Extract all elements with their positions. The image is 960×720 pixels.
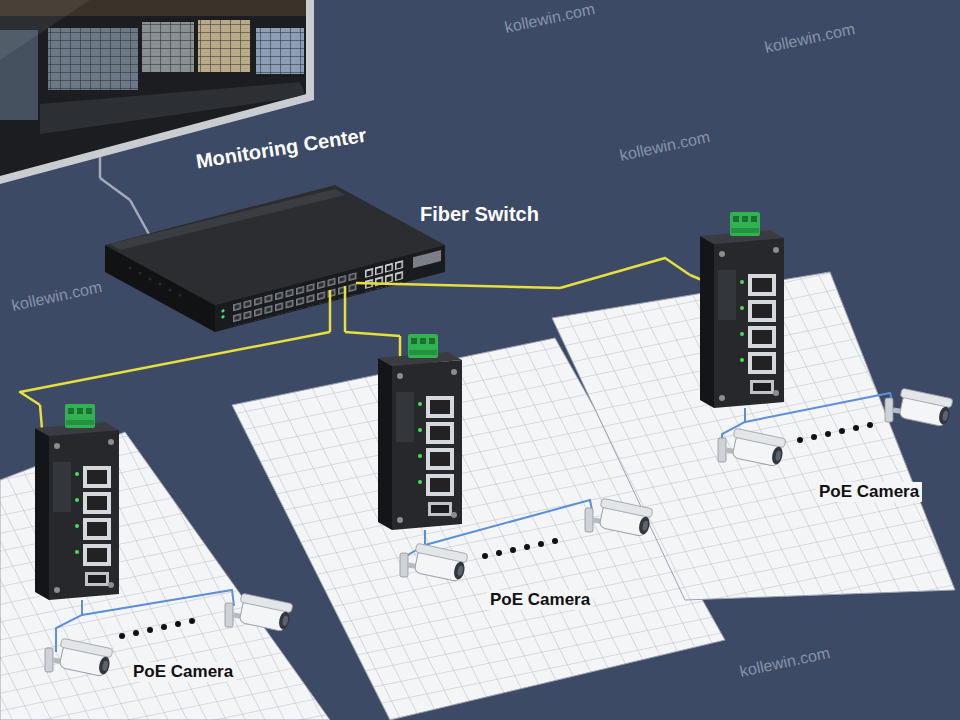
fiber-switch-node: Fiber Switch bbox=[100, 200, 560, 332]
fiber-patch bbox=[399, 336, 402, 358]
fiber-switch-box bbox=[215, 245, 445, 332]
ellipsis-dots bbox=[161, 624, 167, 630]
fiber-patch bbox=[356, 283, 560, 288]
ellipsis-dots bbox=[189, 618, 195, 624]
fiber-cable bbox=[345, 332, 400, 336]
fiber-switch-box bbox=[149, 278, 152, 281]
ellipsis-dots bbox=[482, 553, 488, 559]
ellipsis-dots bbox=[496, 550, 502, 556]
poe-camera bbox=[225, 593, 293, 632]
watermark: kollewin.com bbox=[10, 277, 104, 315]
zone-label: PoE Camera bbox=[816, 482, 922, 502]
fiber-cable bbox=[20, 332, 330, 405]
fiber-switch-box bbox=[139, 272, 142, 275]
fiber-patch bbox=[329, 290, 332, 332]
watermark: kollewin.com bbox=[503, 0, 597, 37]
poe-camera bbox=[45, 388, 953, 677]
ellipsis-dots bbox=[825, 431, 831, 437]
fiber-patch bbox=[344, 286, 347, 332]
ellipsis-dots bbox=[119, 422, 873, 639]
fiber-switch-box bbox=[159, 283, 162, 286]
fiber-switch-box bbox=[129, 267, 132, 270]
poe-camera bbox=[585, 498, 653, 537]
ellipsis-dots bbox=[119, 633, 125, 639]
watermark: kollewin.com bbox=[763, 19, 857, 57]
fiber-switch-box bbox=[169, 289, 172, 292]
monitor-screen bbox=[130, 200, 150, 236]
ellipsis-dots bbox=[867, 422, 873, 428]
fiber-cable bbox=[560, 258, 690, 288]
node-label: Monitoring Center bbox=[194, 123, 368, 174]
monitor-screen bbox=[0, 0, 90, 60]
monitor-screen bbox=[198, 20, 250, 72]
zone-label: PoE Camera bbox=[130, 662, 236, 682]
ethernet-cable bbox=[425, 500, 592, 545]
ellipsis-dots bbox=[133, 630, 139, 636]
ellipsis-dots bbox=[524, 544, 530, 550]
network-cable bbox=[100, 178, 130, 200]
watermark: kollewin.com bbox=[738, 643, 832, 681]
ellipsis-dots bbox=[839, 428, 845, 434]
monitor-node: Monitoring Center bbox=[0, 0, 390, 178]
ethernet-cable bbox=[82, 590, 234, 615]
poe-switch bbox=[378, 334, 462, 530]
fiber-switch-box bbox=[221, 315, 224, 319]
ellipsis-dots bbox=[510, 547, 516, 553]
fiber-switch-box bbox=[110, 189, 345, 250]
fiber-patch bbox=[40, 405, 42, 429]
fiber-switch-box bbox=[233, 271, 359, 326]
monitor-screen bbox=[198, 20, 250, 72]
ellipsis-dots bbox=[797, 437, 803, 443]
ellipsis-dots bbox=[538, 541, 544, 547]
camera-zone: PoE Camera bbox=[340, 336, 680, 660]
ellipsis-dots bbox=[853, 425, 859, 431]
ellipsis-dots bbox=[811, 434, 817, 440]
fiber-switch-box bbox=[365, 259, 405, 291]
ellipsis-dots bbox=[175, 621, 181, 627]
poe-camera bbox=[885, 388, 953, 427]
monitor-screen bbox=[256, 28, 304, 74]
ethernet-cable bbox=[56, 393, 892, 652]
monitor-screen bbox=[48, 28, 138, 90]
poe-switch bbox=[35, 404, 119, 600]
watermark: kollewin.com bbox=[618, 127, 712, 165]
fiber-patch bbox=[40, 275, 702, 429]
poe-camera bbox=[718, 428, 786, 467]
monitor-screen bbox=[48, 28, 138, 90]
ethernet-cable bbox=[745, 393, 892, 422]
ellipsis-dots bbox=[552, 538, 558, 544]
fiber-switch-box bbox=[105, 185, 445, 332]
camera-zone: PoE Camera bbox=[690, 210, 955, 600]
node-label: Fiber Switch bbox=[420, 202, 539, 226]
zone-label: PoE Camera bbox=[487, 590, 593, 610]
monitor-screen bbox=[99, 157, 102, 178]
monitor-screen bbox=[40, 82, 306, 134]
poe-camera bbox=[400, 543, 468, 582]
poe-camera bbox=[45, 638, 113, 677]
monitor-screen bbox=[142, 22, 194, 72]
fiber-switch-box bbox=[129, 267, 182, 297]
poe-switch bbox=[700, 212, 784, 408]
fiber-switch-box bbox=[179, 294, 182, 297]
camera-zone: PoE Camera bbox=[5, 405, 300, 705]
camera-zone-floor bbox=[0, 272, 955, 720]
fiber-switch-box bbox=[221, 309, 224, 313]
fiber-switch-box bbox=[105, 245, 215, 332]
ellipsis-dots bbox=[147, 627, 153, 633]
poe-switch bbox=[35, 212, 784, 600]
monitor-screen bbox=[142, 22, 194, 72]
monitor-screen bbox=[256, 28, 304, 74]
monitor-screen bbox=[0, 0, 314, 236]
fiber-switch-box bbox=[413, 250, 441, 268]
